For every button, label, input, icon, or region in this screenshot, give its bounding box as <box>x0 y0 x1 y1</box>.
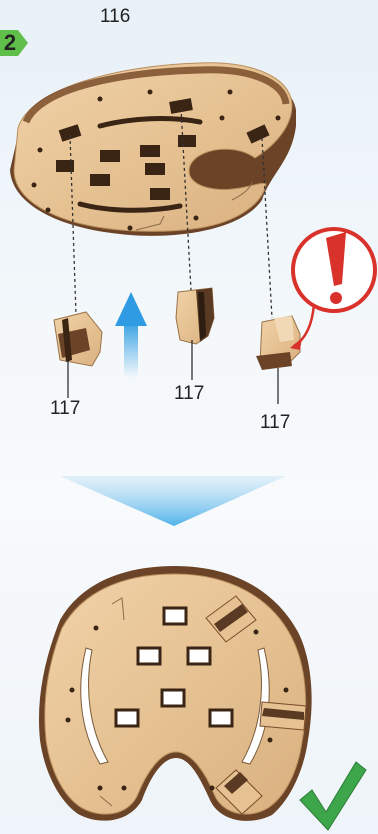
label-117-left: 117 <box>50 398 80 420</box>
down-chevron-icon <box>60 476 286 526</box>
inserted-piece-right <box>260 702 306 730</box>
assembled-part <box>39 566 312 821</box>
part-117-right <box>256 316 300 404</box>
checkmark-icon <box>300 762 366 830</box>
label-117-right: 117 <box>260 412 290 434</box>
part-117-middle <box>176 288 214 380</box>
part-117-left <box>54 312 102 398</box>
up-arrow-icon <box>115 292 147 378</box>
part-116 <box>10 63 296 236</box>
exclamation-icon <box>290 229 375 350</box>
label-116: 116 <box>100 6 130 28</box>
label-117-middle: 117 <box>174 383 204 405</box>
